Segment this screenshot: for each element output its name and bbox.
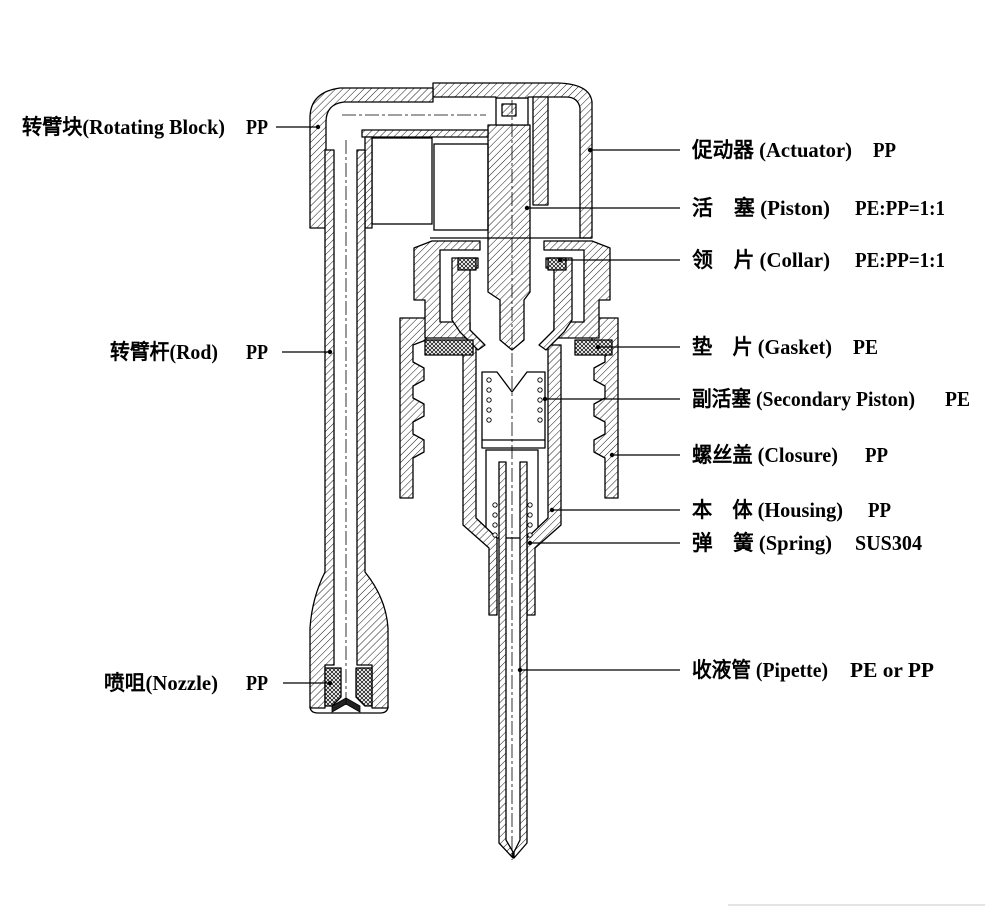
spring-coil [537, 397, 543, 403]
label-collar: 领 片 (Collar) [692, 248, 830, 272]
rod [309, 149, 389, 714]
leader-dot [557, 257, 563, 263]
spring-coil [537, 387, 543, 393]
material-nozzle: PP [246, 671, 268, 695]
leader-dot [542, 396, 548, 402]
actuator-shell [432, 82, 593, 239]
spring-coil [486, 377, 492, 383]
label-closure: 螺丝盖 (Closure) [692, 443, 838, 467]
label-piston: 活 塞 (Piston) [692, 196, 830, 220]
secondary-piston-body [481, 371, 546, 449]
spring-coil [492, 522, 498, 528]
pipette-right-wall [513, 461, 528, 859]
leader-lines [276, 124, 680, 686]
label-nozzle: 喷咀(Nozzle) [104, 671, 218, 695]
leader-dot [587, 147, 593, 153]
collar [413, 240, 611, 351]
material-housing: PP [868, 498, 891, 522]
spring-coil [527, 522, 533, 528]
spring-coil [486, 397, 492, 403]
leader-dot [524, 205, 530, 211]
spring-coil [537, 407, 543, 413]
spring-coil [492, 502, 498, 508]
material-rotating-block: PP [246, 115, 268, 139]
spring-coil [486, 387, 492, 393]
material-secondary-piston: PE [945, 387, 970, 411]
piston [487, 97, 531, 351]
actuator-stem-holder [532, 96, 549, 206]
rotating-block-channel-wall [361, 129, 489, 138]
leader-dot [527, 540, 533, 546]
material-closure: PP [865, 443, 888, 467]
center-lines [342, 100, 513, 860]
spring-coil [537, 377, 543, 383]
rod-bottom-edge [309, 705, 389, 714]
label-rotating-block: 转臂块(Rotating Block) [22, 115, 225, 139]
closure-left-wall [399, 317, 427, 499]
nozzle [324, 667, 373, 713]
leader-dot [549, 507, 555, 513]
leader-dot [595, 344, 601, 350]
nozzle-right [355, 667, 373, 707]
label-gasket: 垫 片 (Gasket) [692, 335, 832, 359]
piston-head-core [501, 103, 517, 117]
actuator-inner-box-left [371, 137, 433, 225]
material-piston: PE:PP=1:1 [855, 196, 945, 220]
material-spring: SUS304 [855, 531, 922, 555]
spring-coil [486, 407, 492, 413]
label-spring: 弹 簧 (Spring) [692, 531, 832, 555]
actuator [371, 82, 593, 239]
spring-coil [492, 532, 498, 538]
leader-dot [327, 349, 333, 355]
label-rod: 转臂杆(Rod) [110, 340, 218, 364]
rotating-block-inner-wall [364, 136, 373, 229]
spring-coil [527, 532, 533, 538]
leader-dot [327, 680, 333, 686]
left-labels: 转臂块(Rotating Block) PP 转臂杆(Rod) PP 喷咀(No… [22, 115, 268, 695]
spring-coil [527, 512, 533, 518]
gasket-left [424, 339, 474, 356]
pipette [498, 461, 528, 859]
secondary-piston [481, 371, 546, 449]
rod-right-wall [356, 149, 389, 709]
collar-inner-sleeve-right [538, 257, 573, 351]
gasket [424, 339, 613, 356]
material-gasket: PE [853, 335, 878, 359]
actuator-inner-box-right [433, 143, 489, 231]
pipette-left-wall [498, 461, 514, 859]
rod-left-wall [309, 149, 335, 709]
leader-dot [517, 667, 523, 673]
material-collar: PE:PP=1:1 [855, 248, 945, 272]
material-actuator: PP [873, 138, 896, 162]
leader-dot [315, 124, 321, 130]
rotating-block [309, 87, 489, 229]
housing-left-wall [462, 344, 498, 616]
rotating-block-shell [309, 87, 434, 229]
material-rod: PP [246, 340, 268, 364]
label-secondary-piston: 副活塞 (Secondary Piston) [692, 387, 915, 411]
right-labels: 促动器 (Actuator) PP 活 塞 (Piston) PE:PP=1:1… [691, 138, 970, 682]
label-housing: 本 体 (Housing) [692, 498, 843, 522]
collar-seal-left [457, 257, 477, 271]
spring-coil [492, 512, 498, 518]
material-pipette: PE or PP [850, 658, 934, 682]
spring [486, 377, 543, 538]
label-actuator: 促动器 (Actuator) [691, 138, 852, 162]
label-pipette: 收液管 (Pipette) [692, 658, 828, 682]
spring-coil [486, 417, 492, 423]
spring-coil [527, 502, 533, 508]
nozzle-left [324, 667, 342, 707]
spring-coil [537, 417, 543, 423]
collar-inner-sleeve-left [451, 257, 486, 351]
leader-dot [609, 452, 615, 458]
